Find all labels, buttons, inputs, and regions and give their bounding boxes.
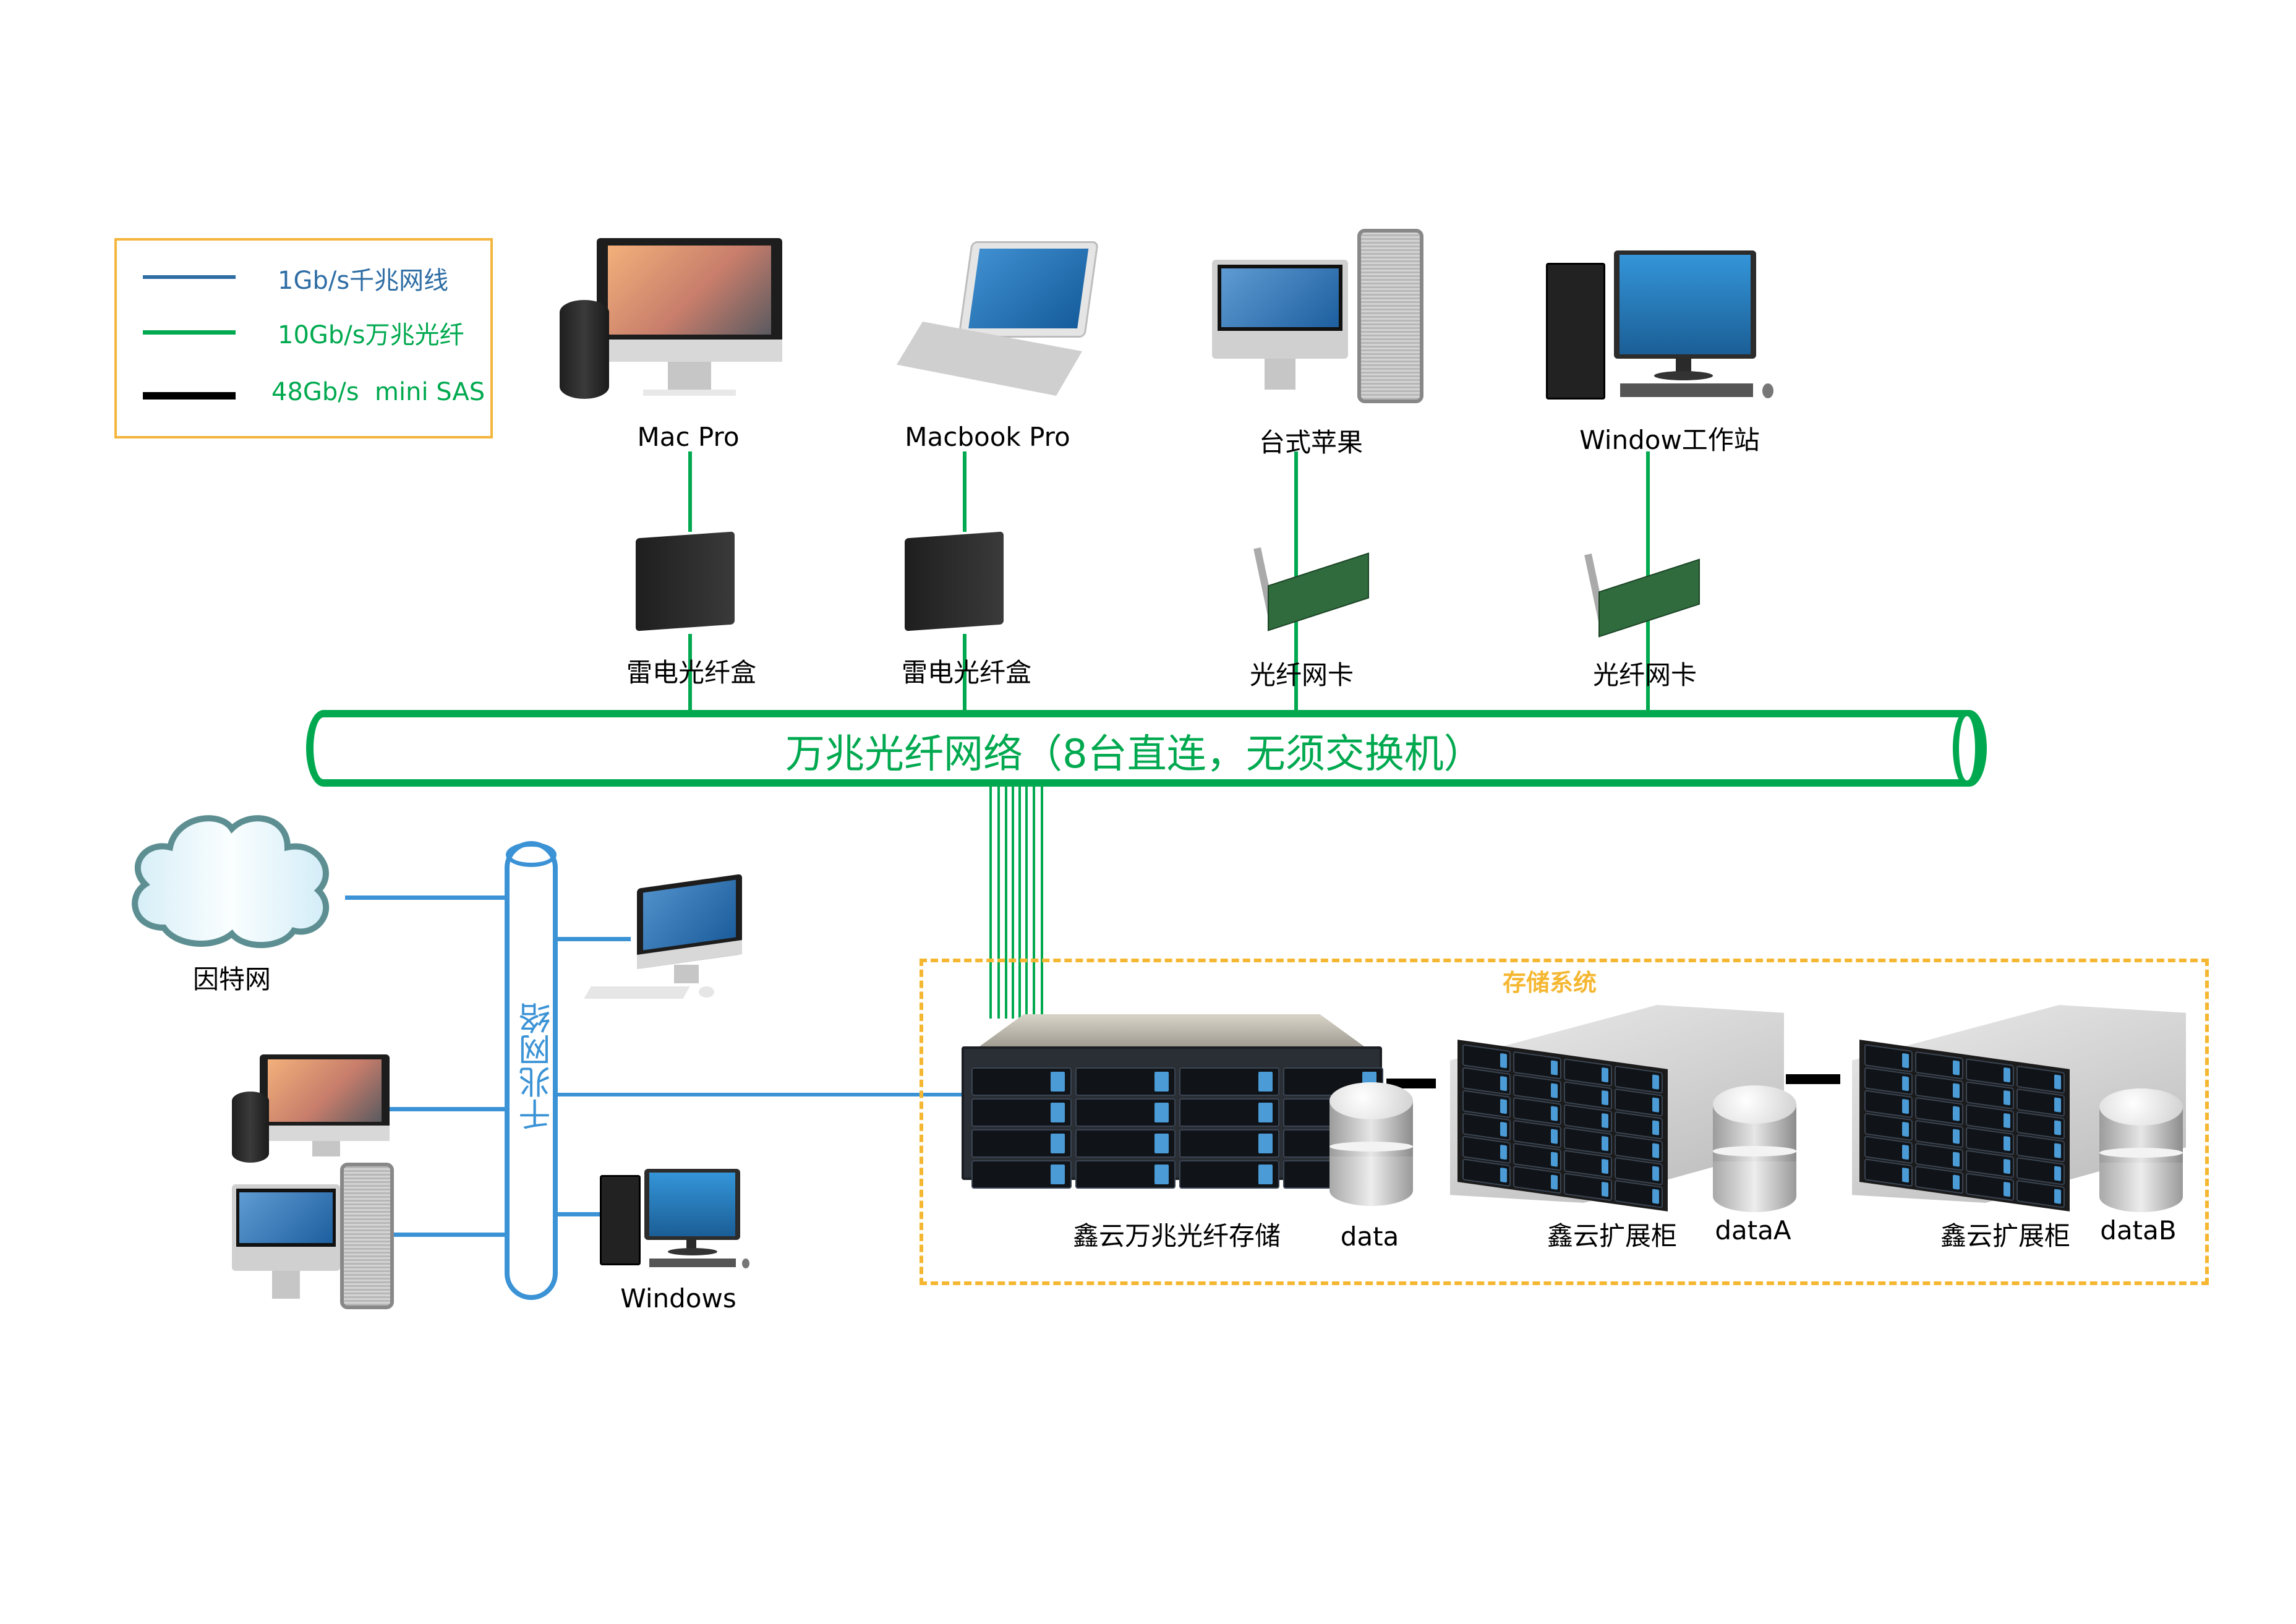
gigabit-link-windows (557, 1212, 615, 1216)
database-icon-dataB (2099, 1088, 2183, 1212)
imac-icon (584, 872, 748, 1008)
direct-fiber-link (1018, 787, 1021, 1019)
adapter-label: 雷电光纤盒 (901, 657, 1032, 688)
fiber-network-tube (306, 710, 1987, 787)
adapter-label: 雷电光纤盒 (626, 657, 757, 688)
direct-fiber-link (1005, 787, 1007, 1019)
windows-workstation-icon (1540, 250, 1799, 402)
internet-cloud-icon (132, 815, 330, 949)
direct-fiber-link (1025, 787, 1028, 1019)
legend-line-fiber (143, 330, 236, 335)
workstation-label-macbook-pro: Macbook Pro (905, 422, 1070, 452)
mac-pro-icon (560, 238, 788, 399)
legend-line-sas (143, 392, 236, 400)
gigabit-link-desktop-mac (297, 1233, 506, 1237)
gigabit-link-storage-end (921, 1093, 971, 1096)
storage-unit-label: 鑫云扩展柜 (1547, 1221, 1678, 1251)
thunderbolt-fiber-box-icon (905, 531, 1004, 631)
volume-label-dataA: dataA (1715, 1215, 1791, 1246)
drive-bay (971, 1098, 1072, 1127)
mini-sas-link-1 (1386, 1079, 1436, 1088)
fiber-nic-icon (1580, 553, 1704, 640)
adapter-label: 光纤网卡 (1592, 660, 1697, 690)
drive-bay (971, 1129, 1072, 1158)
fiber-link-mac-pro-top (688, 451, 692, 532)
storage-system-title: 存储系统 (1503, 969, 1597, 996)
legend-box: 1Gb/s千兆网线 10Gb/s万兆光纤 48Gb/s mini SAS (114, 238, 493, 438)
storage-unit-label: 鑫云万兆光纤存储 (1072, 1221, 1281, 1251)
windows-client-label: Windows (620, 1283, 736, 1314)
direct-fiber-link (1041, 787, 1043, 1019)
fiber-link-macbook-bottom (963, 634, 967, 713)
storage-unit-label: 鑫云扩展柜 (1940, 1221, 2071, 1251)
volume-label-dataB: dataB (2100, 1215, 2177, 1246)
direct-fiber-link (1012, 787, 1014, 1019)
desktop-mac-icon (1212, 229, 1423, 403)
drive-bay (971, 1160, 1072, 1189)
legend-item-fiber: 10Gb/s万兆光纤 (278, 315, 464, 351)
adapter-label: 光纤网卡 (1249, 660, 1354, 690)
drive-bay (1179, 1067, 1279, 1096)
legend-item-gigabit: 1Gb/s千兆网线 (278, 260, 448, 296)
windows-client-icon (600, 1169, 761, 1274)
fiber-link-macbook-top (963, 451, 967, 532)
fiber-network-label: 万兆光纤网络（8台直连，无须交换机） (785, 732, 1483, 777)
direct-fiber-link (989, 787, 992, 1019)
drive-bay (1075, 1067, 1176, 1096)
legend-label: 千兆网线 (349, 267, 449, 295)
mini-sas-link-2 (1786, 1074, 1840, 1084)
gigabit-tube-end-cap (506, 842, 557, 867)
storage-system-box (920, 959, 2209, 1285)
desktop-mac-client-icon (232, 1163, 394, 1309)
drive-bay (1179, 1129, 1279, 1158)
workstation-label-windows: Window工作站 (1579, 425, 1760, 455)
direct-fiber-link (997, 787, 1000, 1019)
legend-item-sas: 48Gb/s mini SAS (271, 378, 485, 406)
macbook-pro-icon (897, 241, 1107, 396)
volume-label-data: data (1340, 1221, 1399, 1252)
direct-fiber-link (1033, 787, 1035, 1019)
legend-label: mini SAS (375, 378, 485, 406)
fiber-link-mac-pro-bottom (688, 634, 692, 713)
drive-bay (1075, 1129, 1176, 1158)
gigabit-link-internet (345, 895, 506, 900)
fiber-storage-server-icon (962, 1014, 1383, 1189)
gigabit-link-imac (557, 937, 631, 941)
workstation-label-desktop-mac: 台式苹果 (1258, 427, 1364, 458)
database-icon-data (1329, 1082, 1413, 1206)
gigabit-link-storage (557, 1093, 921, 1096)
fiber-tube-end-cap (1953, 710, 1981, 787)
drive-bay (971, 1067, 1072, 1096)
mac-pro-client-icon (232, 1048, 390, 1166)
thunderbolt-fiber-box-icon (636, 531, 735, 631)
database-icon-dataA (1713, 1085, 1796, 1212)
internet-label: 因特网 (192, 964, 271, 994)
fiber-nic-icon (1249, 547, 1373, 634)
gigabit-link-mac-pro (297, 1107, 506, 1111)
gigabit-network-label: 千兆网络 (519, 1002, 557, 1130)
drive-bay (1075, 1098, 1176, 1127)
legend-label: 万兆光纤 (365, 321, 464, 349)
drive-bay (1179, 1160, 1279, 1189)
legend-speed: 1Gb/s (278, 267, 350, 295)
legend-speed: 10Gb/s (278, 321, 365, 349)
drive-bay (1075, 1160, 1176, 1189)
workstation-label-mac-pro: Mac Pro (637, 422, 740, 452)
drive-bay (1179, 1098, 1279, 1127)
legend-speed: 48Gb/s (271, 378, 359, 406)
legend-line-gigabit (143, 275, 236, 279)
